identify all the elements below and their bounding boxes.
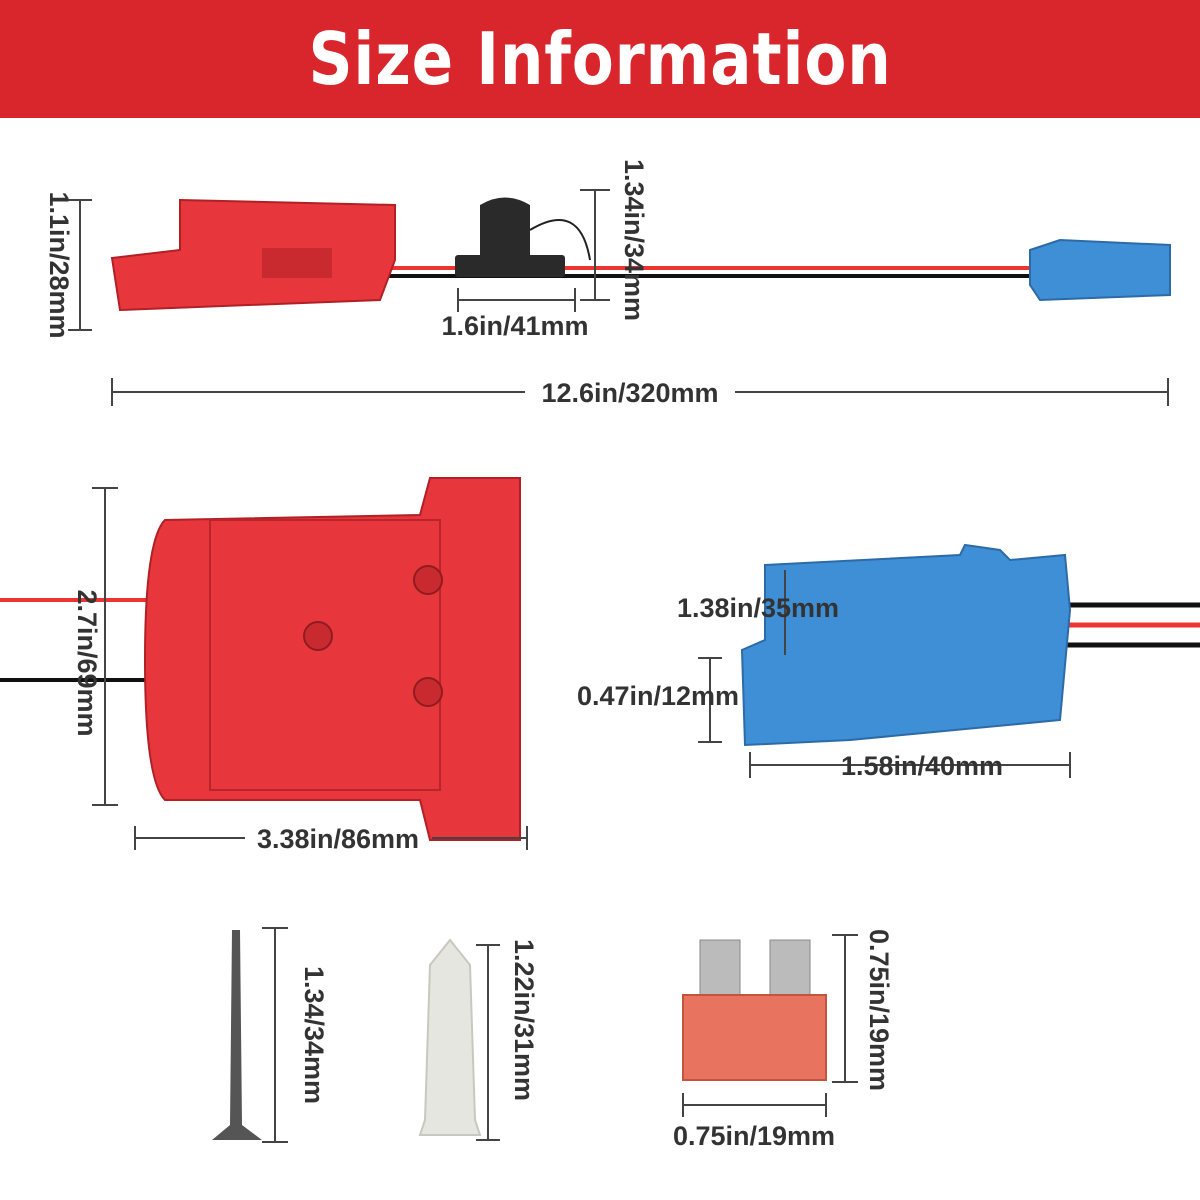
accessories: 1.34/34mm 1.22in/31mm 0.75in/19mm 0.75in… <box>212 927 894 1151</box>
fuse-prong <box>769 939 811 1001</box>
wall-anchor <box>418 938 482 1136</box>
fuse-holder-length-label: 1.6in/41mm <box>441 311 588 341</box>
fuse-prong <box>699 939 741 1001</box>
battery-adapter-side <box>110 198 396 312</box>
connector-height-label: 1.38in/35mm <box>677 593 839 623</box>
connector-side-view: 1.38in/35mm 0.47in/12mm 1.58in/40mm <box>577 543 1200 781</box>
mount-hole <box>413 565 443 595</box>
screw <box>212 930 262 1140</box>
blue-connector <box>1029 238 1171 302</box>
adapter-latch <box>262 248 332 278</box>
mount-hole <box>413 677 443 707</box>
connector-length-label: 1.58in/40mm <box>841 751 1003 781</box>
cable-assembly: 1.1in/28mm 1.34in/34mm 1.6in/41mm 12.6in… <box>44 159 1171 408</box>
fuse-body <box>682 994 827 1081</box>
adapter-body <box>143 477 521 841</box>
fuse-holder-height-label: 1.34in/34mm <box>619 159 649 321</box>
fuse-holder-cap <box>480 197 530 255</box>
fuse-holder-base <box>455 255 565 277</box>
connector-tab-label: 0.47in/12mm <box>577 681 739 711</box>
adapter-length-label: 3.38in/86mm <box>257 824 419 854</box>
adapter-height-label: 1.1in/28mm <box>44 191 74 338</box>
total-length-label: 12.6in/320mm <box>541 378 718 408</box>
adapter-top-view: 2.7in/69mm 3.38in/86mm <box>0 477 528 854</box>
title-banner: Size Information <box>0 0 1200 118</box>
anchor-length-label: 1.22in/31mm <box>509 939 539 1101</box>
page-title: Size Information <box>308 17 892 101</box>
screw-length-label: 1.34/34mm <box>299 966 329 1104</box>
mount-hole <box>303 621 333 651</box>
fuse-height-label: 0.75in/19mm <box>864 929 894 1091</box>
adapter-width-label: 2.7in/69mm <box>72 589 102 736</box>
connector-body <box>740 543 1072 747</box>
fuse-width-label: 0.75in/19mm <box>673 1121 835 1151</box>
fuse-cap-strap <box>529 219 591 261</box>
